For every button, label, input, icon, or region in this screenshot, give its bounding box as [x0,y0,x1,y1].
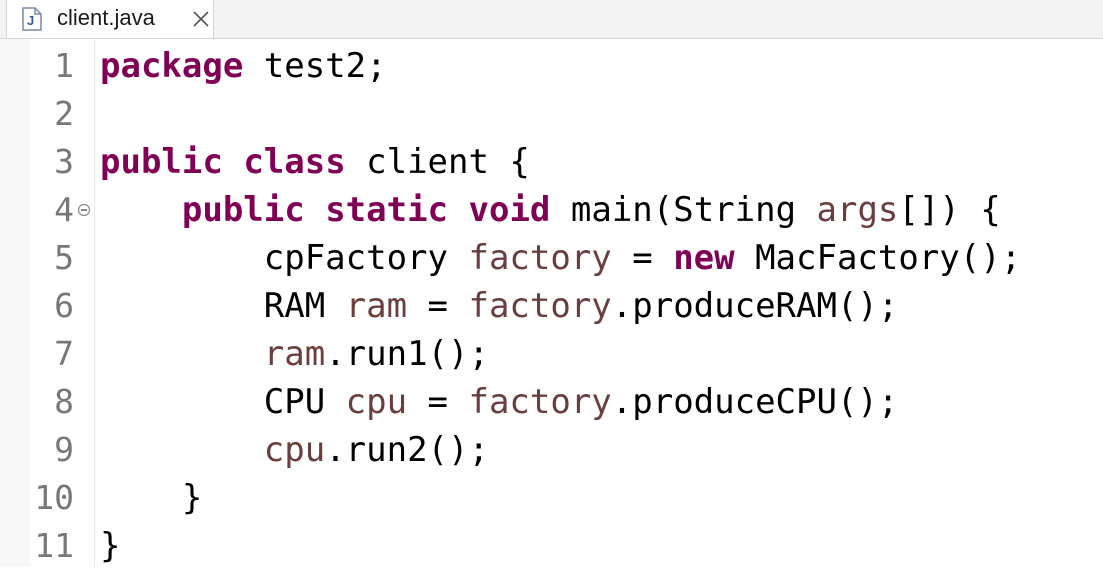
keyword-token: void [468,190,551,230]
keyword-token: class [243,142,346,182]
code-token: .produceRAM(); [611,286,899,326]
variable-token: ram [345,286,408,326]
code-line[interactable]: 1 package test2; [0,42,1103,90]
code-token: test2; [243,46,387,86]
code-line[interactable]: 6 RAM ram = factory.produceRAM(); [0,282,1103,330]
code-token: CPU [100,382,346,422]
line-number: 5 [54,238,74,277]
code-line[interactable]: 4 public static void main(String args[])… [0,186,1103,234]
code-line[interactable]: 11} [0,522,1103,570]
code-text: public static void main(String args[]) { [100,186,1001,234]
code-text: cpu.run2(); [100,426,489,474]
code-token [100,430,264,470]
keyword-token: static [325,190,449,230]
keyword-token: package [100,46,244,86]
code-token: main(String [550,190,817,230]
code-line[interactable]: 7 ram.run1(); [0,330,1103,378]
close-icon[interactable] [191,9,211,29]
code-token [223,142,243,182]
editor-tab-bar: J client.java [0,0,1103,39]
keyword-token: new [673,238,735,278]
line-number: 6 [54,286,74,325]
code-token [100,190,182,230]
code-token: .produceCPU(); [611,382,899,422]
code-editor[interactable]: 1 package test2; 2 3 public class client {4 … [0,39,1103,567]
variable-token: ram [263,334,326,374]
code-line[interactable]: 3 public class client { [0,138,1103,186]
line-number: 7 [54,334,74,373]
code-token [448,190,468,230]
line-number: 10 [34,478,74,517]
tab-client-java[interactable]: J client.java [6,0,214,38]
java-file-icon: J [22,7,42,31]
code-token [100,334,264,374]
line-number: 2 [54,94,74,133]
tab-label: client.java [57,5,155,30]
code-token: MacFactory(); [734,238,1022,278]
variable-token: cpu [345,382,408,422]
variable-token: cpu [263,430,326,470]
keyword-token: public [100,142,223,182]
code-text: } [100,522,120,570]
editor-ruler [0,39,30,567]
line-number: 8 [54,382,74,421]
code-token: []) { [898,190,1001,230]
line-number: 11 [34,526,74,565]
code-token: .run1(); [325,334,489,374]
code-text: CPU cpu = factory.produceCPU(); [100,378,899,426]
code-line[interactable]: 5 cpFactory factory = new MacFactory(); [0,234,1103,282]
code-line[interactable]: 10 } [0,474,1103,522]
code-token: } [100,526,121,566]
gutter-divider [94,39,95,567]
code-text: public class client { [100,138,530,186]
code-token: = [611,238,674,278]
line-number: 9 [54,430,74,469]
code-token: .run2(); [325,430,489,470]
code-token: = [407,286,469,326]
code-line[interactable]: 8 CPU cpu = factory.produceCPU(); [0,378,1103,426]
variable-token: args [816,190,899,230]
code-text: cpFactory factory = new MacFactory(); [100,234,1021,282]
code-token: client { [345,142,530,182]
keyword-token: public [181,190,305,230]
code-token [305,190,325,230]
collapse-icon[interactable] [77,203,91,217]
code-text: RAM ram = factory.produceRAM(); [100,282,899,330]
code-text: } [100,474,202,522]
code-text: package test2; [100,42,387,90]
variable-token: factory [468,286,612,326]
code-token: RAM [100,286,346,326]
code-token: } [100,478,203,518]
java-file-icon-letter: J [27,13,34,28]
variable-token: factory [468,238,612,278]
line-number: 4 [54,190,74,229]
variable-token: factory [468,382,612,422]
code-token: = [407,382,469,422]
code-line[interactable]: 9 cpu.run2(); [0,426,1103,474]
code-token: cpFactory [100,238,469,278]
code-line[interactable]: 2 [0,90,1103,138]
line-number: 3 [54,142,74,181]
code-text: ram.run1(); [100,330,489,378]
line-number: 1 [54,46,74,85]
